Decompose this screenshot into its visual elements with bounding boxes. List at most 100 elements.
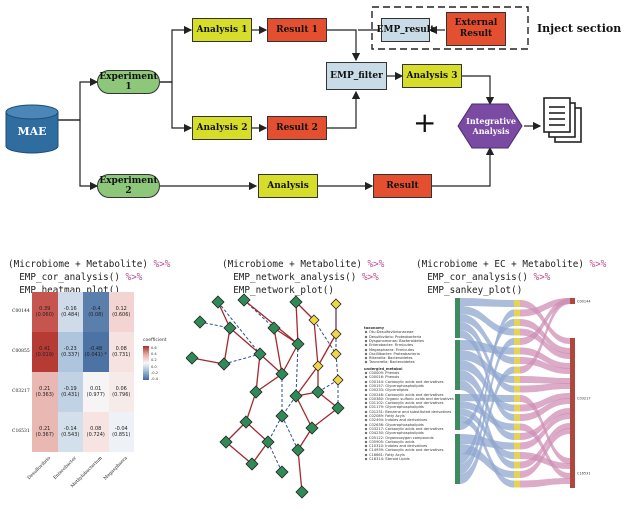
result2-node: Result 2: [267, 116, 327, 140]
heatmap-cell: 0.08 (0.731): [108, 332, 134, 372]
heatmap-legend-tick: 0.6: [151, 346, 157, 350]
network-legend-diamond-icon: [364, 343, 368, 347]
network-node-taxon: [305, 421, 319, 435]
external-result-node: External Result: [446, 12, 506, 46]
network-legend-item: C00233: Glycerolipids: [369, 388, 409, 393]
code1-op1: %>%: [147, 259, 171, 270]
heatmap-row-label: C00855: [12, 349, 30, 354]
heatmap-row-label: C16531: [12, 429, 30, 434]
network-edge: [273, 327, 283, 375]
sankey-node-left: [455, 340, 460, 390]
sankey-node-mid: [514, 442, 520, 450]
analysis3-node: Analysis 3: [402, 64, 462, 88]
network-legend-item: C16661: Fatty Acyls: [369, 452, 405, 457]
sankey-flow-right: [520, 376, 570, 384]
sankey-node-mid: [514, 309, 520, 317]
network-legend-diamond-icon: [364, 444, 368, 448]
sankey-right-label: C16531: [577, 472, 591, 476]
sankey-node-mid: [514, 404, 520, 412]
result1-node: Result 1: [267, 18, 327, 42]
network-legend-item: C05122: Organooxygen compounds: [369, 435, 434, 440]
experiment1-node: Experiment 1: [97, 70, 160, 94]
network-edge: [295, 343, 299, 397]
network-legend-diamond-icon: [364, 380, 368, 384]
sankey-flow-right: [520, 413, 570, 450]
sankey-node-left: [455, 298, 460, 338]
heatmap-cell: 0.06 (0.796): [108, 372, 134, 412]
heatmap-legend-tick: 0.2: [151, 358, 157, 363]
sankey-right-label: C00144: [577, 300, 591, 304]
network-node-taxon: [331, 401, 345, 415]
network-legend-item: C00009: Phenols: [369, 371, 400, 375]
sankey-flow-left: [460, 314, 514, 364]
code1-line3: EMP_heatmap_plot(): [8, 285, 120, 296]
code1-op2: %>%: [119, 272, 143, 283]
sankey-node-mid: [514, 433, 520, 440]
network-legend-item: C04230: Glycerophospholipids: [369, 431, 424, 436]
network-plot: [186, 293, 345, 499]
network-legend-diamond-icon: [364, 339, 368, 343]
sankey-node-mid: [514, 357, 520, 364]
network-edge: [217, 301, 261, 355]
sankey-node-mid: [514, 319, 520, 326]
sankey-node-mid: [514, 385, 520, 393]
sankey-node-mid: [514, 366, 520, 374]
network-node-taxon: [295, 485, 309, 499]
network-legend-diamond-icon: [364, 405, 368, 409]
network-legend-item: C18314: Steroid Lipids: [369, 457, 410, 461]
network-legend-diamond-icon: [364, 375, 368, 379]
emp-filter-node: EMP_filter: [326, 62, 387, 90]
network-legend-diamond-icon: [364, 427, 368, 431]
code1-line2: EMP_cor_analysis(): [8, 272, 120, 283]
network-legend-diamond-icon: [364, 393, 368, 396]
analysis2-node: Analysis 2: [192, 116, 252, 140]
network-node-taxon: [275, 367, 289, 381]
sankey-flow-right: [520, 393, 570, 412]
sankey-node-mid: [514, 376, 520, 383]
heatmap-cell: 0.01 (0.977): [83, 372, 109, 412]
network-legend-diamond-icon: [364, 410, 368, 414]
sankey-node-left: [455, 394, 460, 430]
network-legend-diamond-icon: [364, 384, 368, 388]
sankey-right-label: C03217: [577, 397, 591, 401]
integrative-analysis-node: Integrative Analysis: [466, 116, 516, 136]
heatmap-cell: 0.12 (0.606): [108, 292, 134, 332]
sankey-flow-right: [520, 298, 570, 345]
sankey-flow-left: [460, 338, 514, 474]
code3-line3: EMP_sankey_plot(): [416, 285, 523, 296]
code-block-network: (Microbiome + Metabolite) %>% EMP_networ…: [222, 245, 384, 297]
network-edge: [229, 327, 261, 355]
network-edge: [281, 415, 299, 451]
network-node-taxon: [193, 315, 207, 329]
sankey-node-right: [570, 458, 575, 488]
network-node-taxon: [291, 443, 305, 457]
network-legend-item: C10310: Indoles and derivatives: [369, 444, 428, 449]
emp-result-node: EMP_result: [377, 18, 434, 42]
code3-op1: %>%: [583, 259, 607, 270]
network-edge: [313, 319, 337, 355]
sankey-flow-left: [460, 309, 514, 464]
network-legend-diamond-icon: [364, 397, 368, 401]
network-edge: [225, 421, 247, 443]
heatmap-cell: -0.14 (0.543): [57, 412, 83, 452]
network-node-metabolite: [330, 348, 342, 360]
sankey-node-mid: [514, 347, 520, 355]
network-edge: [281, 343, 299, 375]
code-block-heatmap: (Microbiome + Metabolite) %>% EMP_cor_an…: [8, 245, 170, 297]
network-legend-item: C02494: Indoles and derivatives: [369, 418, 428, 423]
network-node-taxon: [219, 435, 233, 449]
network-legend-diamond-icon: [364, 356, 368, 360]
mae-database-shape: [5, 104, 59, 154]
heatmap-legend-tick: -0.2: [151, 370, 159, 375]
heatmap-cell: 0.21 (0.363): [32, 372, 58, 412]
network-edge: [225, 441, 253, 465]
heatmap-cell: -0.19 (0.431): [57, 372, 83, 412]
heatmap-legend-title: coefficient: [143, 338, 167, 343]
heatmap-cell: 0.21 (0.367): [32, 412, 58, 452]
network-edge: [267, 441, 283, 473]
network-edge: [255, 373, 283, 393]
sankey-flow-left: [460, 408, 514, 459]
network-edge: [245, 391, 257, 423]
heatmap-cell: -0.4 (0.08): [83, 292, 109, 332]
analysis-node: Analysis: [258, 174, 318, 198]
